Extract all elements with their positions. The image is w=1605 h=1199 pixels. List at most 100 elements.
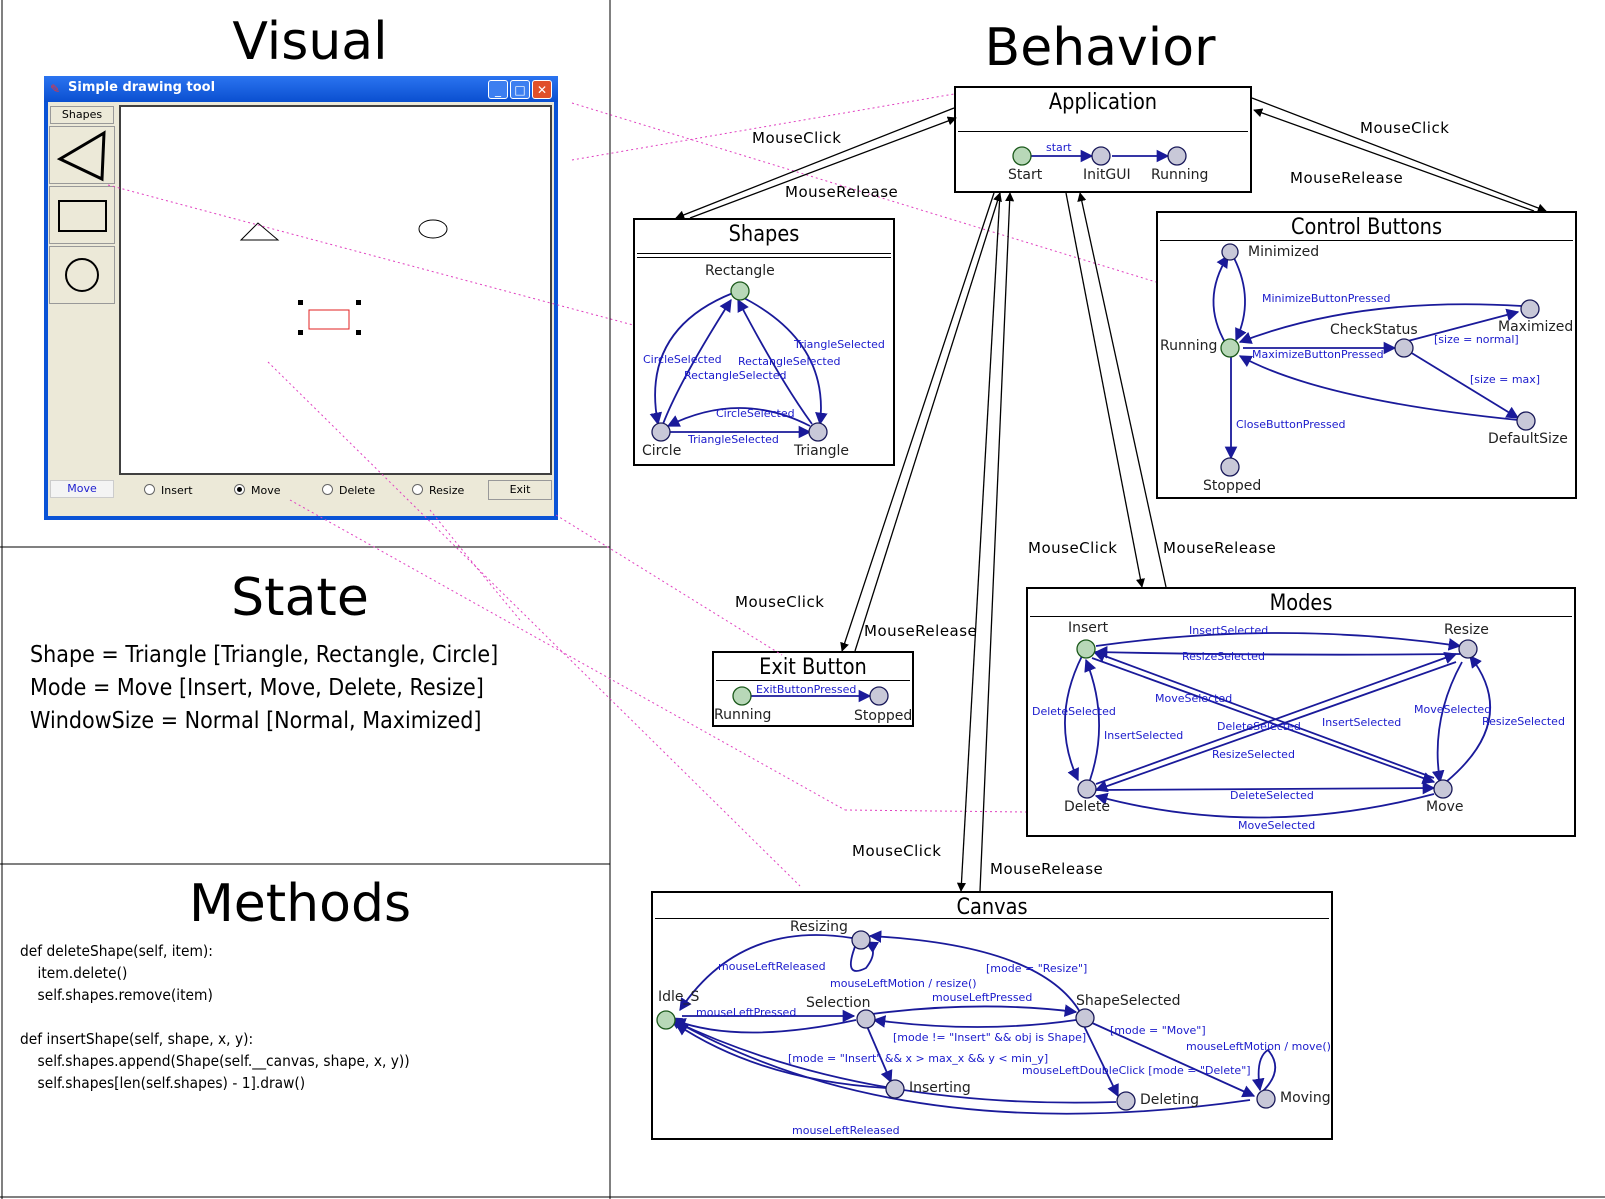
state-label: InitGUI: [1083, 167, 1131, 183]
state-node: [1433, 779, 1453, 799]
state-node: [1167, 146, 1187, 166]
exit-button[interactable]: Exit: [488, 480, 552, 500]
state-line-window: WindowSize = Normal [Normal, Maximized]: [30, 708, 482, 734]
state-label: Triangle: [794, 443, 849, 459]
edge-label: MouseRelease: [1290, 169, 1404, 187]
radio-delete[interactable]: Delete: [322, 484, 375, 497]
title-divider: [958, 131, 1248, 132]
state-label: Move: [1426, 799, 1464, 815]
state-node: [1520, 299, 1540, 319]
canvas-shapes: [239, 219, 448, 335]
canvas-title: Canvas: [956, 895, 1028, 920]
transition-label: [size = normal]: [1434, 333, 1519, 346]
transition-label: MoveSelected: [1414, 703, 1492, 716]
transition-label: MinimizeButtonPressed: [1262, 292, 1391, 305]
radio-insert[interactable]: Insert: [144, 484, 193, 497]
transition-label: mouseLeftMotion / move(): [1186, 1040, 1331, 1053]
shapes-button[interactable]: Shapes: [50, 106, 114, 124]
transition-label: DeleteSelected: [1032, 705, 1116, 718]
transition-label: MaximizeButtonPressed: [1252, 348, 1384, 361]
radio-circle: [144, 484, 155, 495]
transition-label: RectangleSelected: [738, 355, 841, 368]
triangle-tool-button[interactable]: [49, 126, 115, 184]
transition-label: CircleSelected: [643, 353, 722, 366]
circle-tool-button[interactable]: [49, 246, 115, 304]
state-label: Deleting: [1140, 1092, 1200, 1108]
transition-label: InsertSelected: [1322, 716, 1402, 729]
state-node: [651, 422, 671, 442]
code-line: def deleteShape(self, item):: [20, 942, 213, 960]
visual-heading: Visual: [232, 12, 388, 72]
radio-circle-selected: [234, 484, 245, 495]
state-node: [1516, 411, 1536, 431]
radio-move[interactable]: Move: [234, 484, 281, 497]
transition-label: mouseLeftPressed: [932, 991, 1033, 1004]
methods-heading: Methods: [188, 874, 412, 934]
transition-label: CircleSelected: [716, 407, 795, 420]
edge-label: MouseRelease: [785, 183, 899, 201]
title-divider: [1160, 240, 1573, 241]
window-body: Shapes Move Insert Move Delete Resize: [48, 102, 554, 516]
radio-circle: [322, 484, 333, 495]
transition-label: [mode = "Insert" && x > max_x && y < min…: [788, 1052, 1049, 1065]
transition-label: MoveSelected: [1155, 692, 1233, 705]
maximize-button[interactable]: □: [510, 80, 530, 99]
radio-resize[interactable]: Resize: [412, 484, 464, 497]
state-label: Running: [1151, 167, 1209, 183]
state-label: Running: [1160, 338, 1218, 354]
application-title: Application: [1048, 90, 1158, 115]
modes-title: Modes: [1269, 591, 1333, 616]
state-node: [869, 686, 889, 706]
close-button[interactable]: ✕: [532, 80, 552, 99]
transition-label: RectangleSelected: [684, 369, 787, 382]
state-node: [1077, 779, 1097, 799]
exit-button-title: Exit Button: [759, 655, 867, 680]
state-node: [1221, 243, 1239, 261]
transition-label: ExitButtonPressed: [756, 683, 857, 696]
rectangle-tool-button[interactable]: [49, 186, 115, 244]
transition-label: CloseButtonPressed: [1236, 418, 1346, 431]
state-label: Insert: [1068, 620, 1109, 636]
transition-label: start: [1046, 141, 1072, 154]
transition-label: mouseLeftReleased: [718, 960, 826, 973]
state-node: [851, 930, 871, 950]
title-divider: [716, 680, 910, 681]
state-node-initial: [730, 281, 750, 301]
edge-label: MouseRelease: [864, 622, 978, 640]
control-buttons-title: Control Buttons: [1290, 215, 1443, 240]
drawing-tool-window: ✎ Simple drawing tool _ □ ✕ Shapes: [44, 76, 558, 520]
state-label: Running: [714, 707, 772, 723]
application-box: Application: [954, 86, 1252, 193]
modes-box: Modes: [1026, 587, 1576, 837]
state-line-shape: Shape = Triangle [Triangle, Rectangle, C…: [30, 642, 499, 668]
code-line: def insertShape(self, shape, x, y):: [20, 1030, 254, 1048]
title-divider: [637, 253, 891, 254]
edge-label: MouseClick: [1028, 539, 1118, 557]
selection-handle: [298, 300, 303, 305]
state-label: Inserting: [909, 1080, 971, 1096]
drawing-canvas[interactable]: [119, 105, 552, 475]
window-titlebar[interactable]: ✎ Simple drawing tool _ □ ✕: [44, 76, 558, 102]
state-label: DefaultSize: [1488, 431, 1568, 447]
edge-label: MouseClick: [735, 593, 825, 611]
state-node-initial: [1220, 338, 1240, 358]
state-label: Start: [1008, 167, 1043, 183]
transition-label: TriangleSelected: [688, 433, 779, 446]
state-node: [885, 1079, 905, 1099]
transition-label: DeleteSelected: [1230, 789, 1314, 802]
state-label: Moving: [1280, 1090, 1331, 1106]
transition-label: MoveSelected: [1238, 819, 1316, 832]
transition-label: TriangleSelected: [794, 338, 885, 351]
state-heading: State: [231, 568, 369, 628]
radio-circle: [412, 484, 423, 495]
title-divider: [1030, 616, 1572, 617]
transition-label: mouseLeftMotion / resize(): [830, 977, 977, 990]
transition-label: mouseLeftDoubleClick [mode = "Delete"]: [1022, 1064, 1251, 1077]
triangle-icon: [56, 130, 106, 182]
transition-label: mouseLeftReleased: [792, 1124, 900, 1137]
transition-label: ResizeSelected: [1212, 748, 1295, 761]
minimize-button[interactable]: _: [488, 80, 508, 99]
state-node: [1116, 1091, 1136, 1111]
state-label: Maximized: [1498, 319, 1574, 335]
